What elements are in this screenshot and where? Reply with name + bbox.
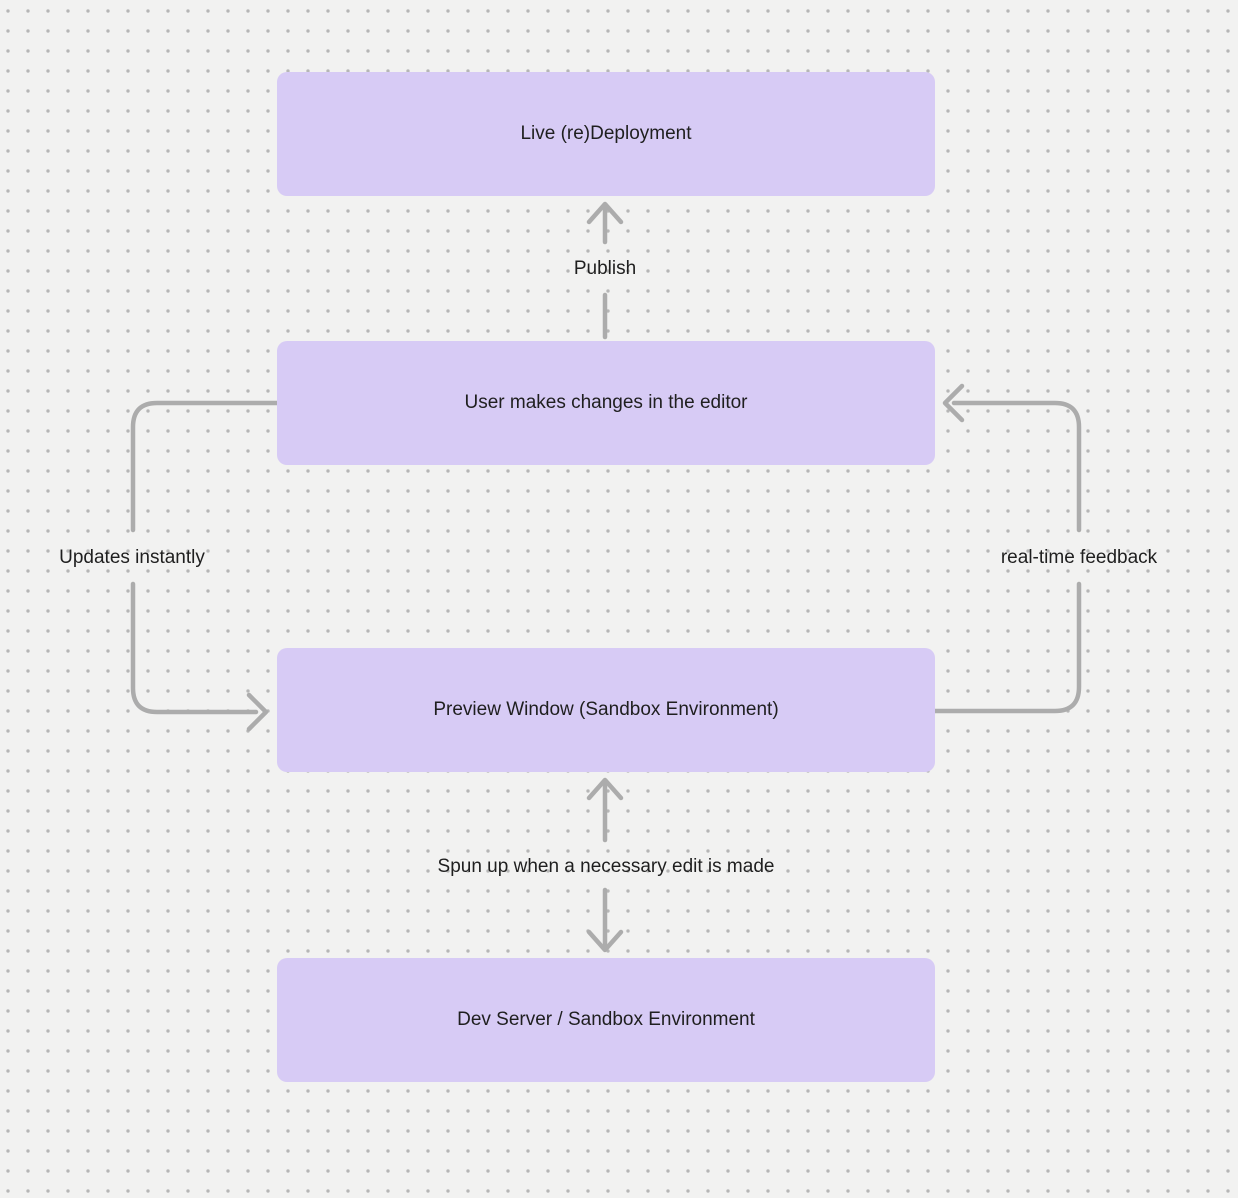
real-time-feedback-arrow-icon	[932, 383, 1082, 714]
node-user-makes-changes-label: User makes changes in the editor	[464, 392, 748, 413]
node-live-deployment-label: Live (re)Deployment	[520, 123, 692, 144]
node-dev-server[interactable]: Dev Server / Sandbox Environment	[277, 958, 935, 1082]
node-live-deployment[interactable]: Live (re)Deployment	[277, 72, 935, 196]
edge-label-publish: Publish	[573, 258, 637, 279]
node-preview-window[interactable]: Preview Window (Sandbox Environment)	[277, 648, 935, 772]
node-user-makes-changes[interactable]: User makes changes in the editor	[277, 341, 935, 465]
edge-label-real-time-feedback: real-time feedback	[1000, 547, 1158, 568]
edge-label-updates-instantly: Updates instantly	[59, 547, 205, 568]
node-preview-window-label: Preview Window (Sandbox Environment)	[433, 699, 779, 720]
edge-label-spun-up: Spun up when a necessary edit is made	[437, 856, 775, 877]
updates-instantly-arrow-icon	[130, 400, 280, 732]
publish-arrow-up-icon	[586, 201, 624, 340]
spun-up-double-arrow-icon	[586, 777, 624, 953]
node-dev-server-label: Dev Server / Sandbox Environment	[457, 1009, 755, 1030]
